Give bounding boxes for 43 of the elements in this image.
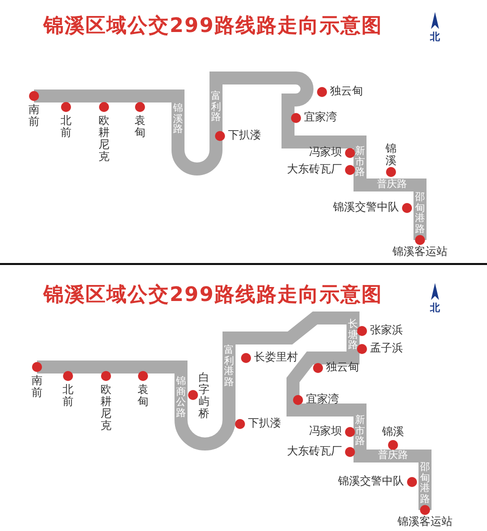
stop-name: 欧耕尼克 xyxy=(98,115,110,164)
road-name: 富利路 xyxy=(211,92,221,124)
road-name: 锦商公路 xyxy=(176,377,186,419)
map-title: 锦溪区域公交299路线路走向示意图 xyxy=(44,14,382,37)
road-name: 普庆路 xyxy=(378,451,408,461)
road-name: 富利港路 xyxy=(224,346,234,388)
road-name: 锦溪路 xyxy=(173,104,183,136)
stop-name: 大东砖瓦厂 xyxy=(287,164,342,176)
stop-name: 张家浜 xyxy=(370,324,403,338)
stop-name: 锦溪 xyxy=(382,426,404,439)
stop-name: 袁甸 xyxy=(134,115,146,140)
stop-name: 欧耕尼克 xyxy=(100,384,112,432)
stop-name: 锦溪客运站 xyxy=(398,516,452,529)
stop-name: 袁甸 xyxy=(138,384,148,408)
stop-name: 北前 xyxy=(60,115,72,140)
stop-name: 北前 xyxy=(62,384,74,408)
map-title: 锦溪区域公交299路线路走向示意图 xyxy=(44,283,382,306)
north-label: 北 xyxy=(430,303,440,314)
stop-name: 独云甸 xyxy=(326,362,359,374)
road-name: 邵甸港路 xyxy=(420,463,430,505)
stop-name: 冯家坝 xyxy=(309,426,342,438)
stop-name: 下扒溇 xyxy=(248,418,281,430)
road-name: 新市路 xyxy=(355,147,365,178)
road-name: 长塘路 xyxy=(348,320,358,352)
stop-name: 独云甸 xyxy=(330,86,363,98)
stop-name: 宜家湾 xyxy=(306,394,339,406)
stop-name: 南前 xyxy=(28,104,40,128)
road-name: 新市路 xyxy=(355,416,365,448)
stop-name: 锦溪客运站 xyxy=(392,246,448,259)
stop-name: 锦溪交警中队 xyxy=(338,476,404,488)
stop-name: 大东砖瓦厂 xyxy=(287,446,342,458)
stop-name: 冯家坝 xyxy=(309,146,342,160)
stop-name: 孟子浜 xyxy=(370,342,403,356)
stop-name: 宜家湾 xyxy=(304,112,337,124)
road-name: 普庆路 xyxy=(377,180,407,190)
stop-name: 南前 xyxy=(32,375,42,400)
stop-name: 白字屿桥 xyxy=(198,372,210,420)
stop-name: 下扒溇 xyxy=(228,130,261,142)
road-name: 邵甸港路 xyxy=(415,193,425,235)
stop-name: 锦溪交警中队 xyxy=(333,202,399,214)
north-label: 北 xyxy=(430,32,440,44)
stop-name: 锦溪 xyxy=(386,143,396,168)
stop-name: 长娄里村 xyxy=(254,352,298,364)
